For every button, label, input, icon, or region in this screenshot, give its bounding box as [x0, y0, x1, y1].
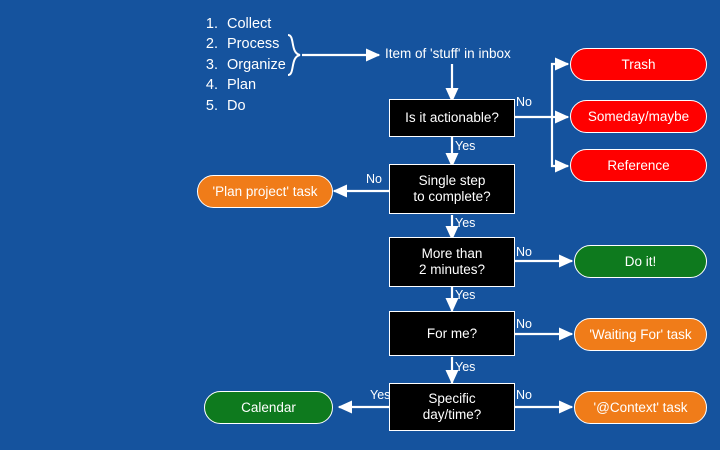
edge-label-for-me-no: No	[516, 317, 532, 331]
list-item-label: Plan	[227, 77, 257, 94]
node-label: Do it!	[624, 253, 657, 269]
node-label: 'Waiting For' task	[589, 326, 692, 342]
node-for-me: For me?	[389, 311, 515, 356]
node-label-line2: 2 minutes?	[418, 262, 486, 277]
edge-label-more-than-yes: Yes	[455, 288, 476, 302]
list-item-number: 4.	[205, 77, 218, 94]
node-is-it-actionable: Is it actionable?	[389, 99, 515, 137]
node-label: '@Context' task	[593, 399, 688, 415]
list-item-label: Collect	[227, 16, 272, 32]
node-single-step-to-complete: Single step to complete?	[389, 164, 515, 214]
edge-label-actionable-yes: Yes	[455, 139, 476, 153]
node-trash: Trash	[570, 48, 707, 81]
node-label-line1: Specific	[428, 391, 476, 406]
gtd-steps-list: 1. Collect 2. Process 3. Organize 4. Pla…	[196, 14, 286, 116]
node-label: Someday/maybe	[587, 108, 690, 124]
node-label: For me?	[426, 325, 478, 341]
edge-label-single-step-no: No	[366, 172, 382, 186]
node-label: Calendar	[241, 399, 296, 415]
node-calendar: Calendar	[204, 391, 333, 424]
list-item: 2. Process	[196, 34, 286, 54]
node-inbox: Item of 'stuff' in inbox	[385, 46, 511, 61]
list-item: 4. Plan	[196, 75, 286, 95]
list-item-label: Do	[227, 97, 246, 114]
list-item-label: Process	[227, 36, 280, 53]
node-do-it: Do it!	[574, 245, 707, 278]
node-someday-maybe: Someday/maybe	[570, 100, 707, 133]
edge-label-for-me-yes: Yes	[455, 360, 476, 374]
node-label: Reference	[607, 157, 670, 173]
node-label-line1: More than	[421, 246, 483, 261]
node-specific-day-time: Specific day/time?	[389, 383, 515, 431]
node-label: 'Plan project' task	[212, 183, 318, 199]
edge-label-specific-day-no: No	[516, 388, 532, 402]
list-item-number: 1.	[205, 16, 218, 32]
list-item: 5. Do	[196, 96, 286, 116]
list-item-number: 5.	[205, 97, 218, 114]
node-more-than-2-minutes: More than 2 minutes?	[389, 237, 515, 287]
node-reference: Reference	[570, 149, 707, 182]
edge-label-single-step-yes: Yes	[455, 216, 476, 230]
node-context-task: '@Context' task	[574, 391, 707, 424]
list-item: 3. Organize	[196, 55, 286, 75]
node-label: Is it actionable?	[405, 110, 499, 125]
edge-label-more-than-no: No	[516, 245, 532, 259]
list-item: 1. Collect	[196, 14, 286, 34]
node-label-line1: Single step	[418, 173, 486, 188]
node-label-line2: to complete?	[413, 189, 491, 204]
node-waiting-for-task: 'Waiting For' task	[574, 318, 707, 351]
edge-label-actionable-no: No	[516, 95, 532, 109]
list-item-label: Organize	[227, 56, 286, 73]
list-item-number: 2.	[205, 36, 218, 53]
edge-label-specific-day-yes: Yes	[370, 388, 391, 402]
node-plan-project-task: 'Plan project' task	[197, 175, 333, 208]
list-item-number: 3.	[205, 56, 218, 73]
node-label-line2: day/time?	[422, 407, 482, 422]
node-label: Trash	[621, 56, 656, 72]
